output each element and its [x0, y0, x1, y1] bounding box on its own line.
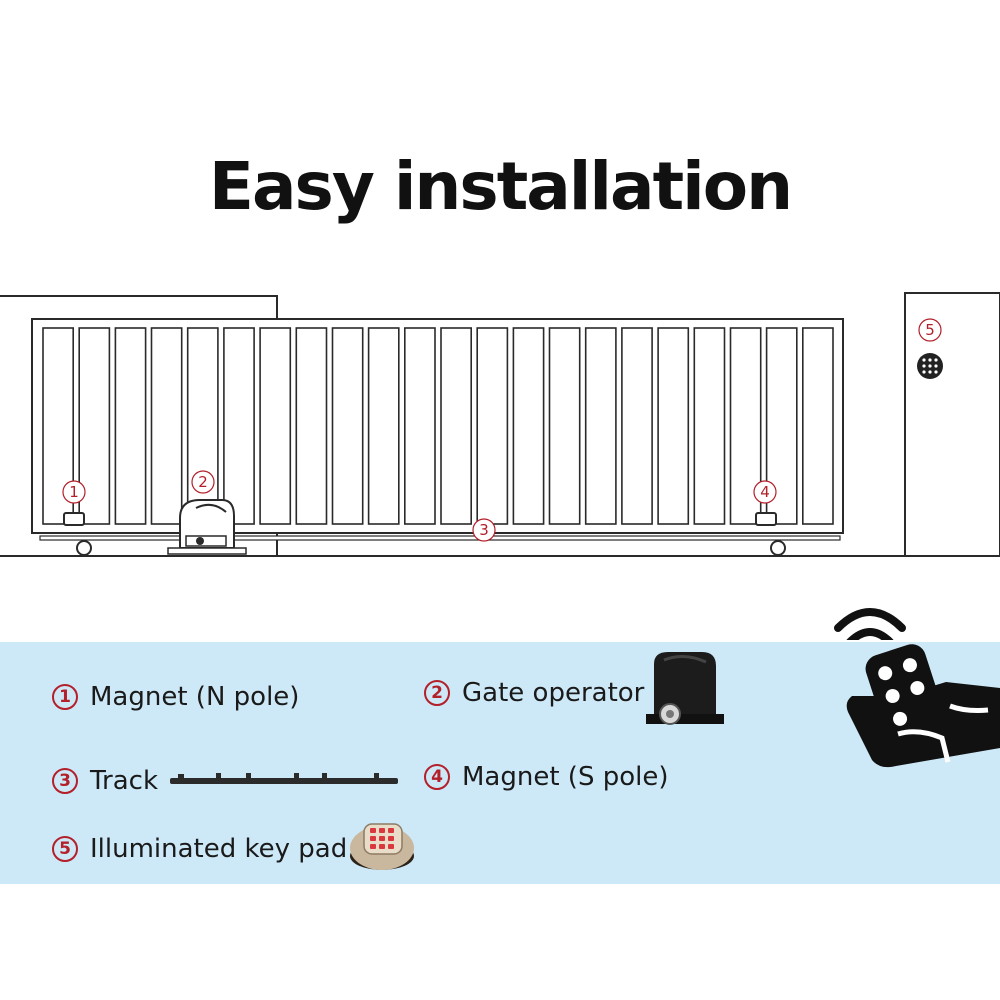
- marker-circle: [753, 480, 777, 504]
- gate-slats: [42, 327, 834, 525]
- gate-slat: [584, 327, 617, 525]
- marker-2: 2: [198, 473, 208, 491]
- legend-number: 1: [52, 684, 78, 710]
- legend-item-key-pad: 5 Illuminated key pad: [52, 834, 347, 864]
- gate-slat: [259, 327, 292, 525]
- marker-circle: [918, 318, 942, 342]
- gate-slat: [621, 327, 653, 525]
- remote-control-icon: [846, 644, 1000, 768]
- gate-slat: [78, 327, 111, 525]
- gate-wheel: [770, 540, 786, 556]
- gate-slat: [657, 327, 690, 525]
- marker-5: 5: [925, 321, 935, 339]
- legend-item-magnet-s: 4 Magnet (S pole): [424, 762, 669, 792]
- gate-slat: [403, 327, 436, 525]
- gate-slat: [440, 327, 473, 525]
- gate-slat: [548, 327, 581, 525]
- gate-slat: [295, 327, 328, 525]
- track: [39, 535, 841, 541]
- marker-circle: [472, 518, 496, 542]
- legend-number: 4: [424, 764, 450, 790]
- legend-label: Magnet (N pole): [90, 682, 300, 712]
- gate-slat: [114, 327, 147, 525]
- track-icon: [170, 773, 398, 784]
- legend-label: Gate operator: [462, 678, 645, 708]
- legend-label: Track: [90, 766, 159, 796]
- gate-slat: [693, 327, 726, 525]
- legend-number: 5: [52, 836, 78, 862]
- key-pad: [917, 353, 943, 379]
- gate-operator: [167, 499, 247, 555]
- gate-slat: [186, 327, 219, 525]
- gate-wheel: [76, 540, 92, 556]
- gate-slat: [512, 327, 545, 525]
- legend-label: Illuminated key pad: [90, 834, 348, 864]
- wifi-signal-icon: [834, 608, 906, 640]
- gate-slat: [476, 327, 509, 525]
- legend-number: 2: [424, 680, 450, 706]
- gate-slat: [367, 327, 400, 525]
- legend-number: 3: [52, 768, 78, 794]
- magnet-s-pole: [755, 512, 777, 526]
- marker-circle: [62, 480, 86, 504]
- key-pad-icon: [350, 823, 414, 870]
- gate-slat: [331, 327, 364, 525]
- gate-diagram: 1 2 3 4 5: [0, 292, 1000, 640]
- gate-operator-icon: [646, 652, 724, 725]
- legend-panel: [0, 642, 1000, 884]
- gate-slat: [150, 327, 183, 525]
- legend-label: Magnet (S pole): [462, 762, 669, 792]
- legend-item-track: 3 Track: [52, 766, 158, 796]
- marker-circle: [191, 470, 215, 494]
- page-title: Easy installation: [208, 148, 793, 225]
- legend-item-gate-operator: 2 Gate operator: [424, 678, 644, 708]
- marker-1: 1: [69, 483, 79, 501]
- marker-4: 4: [760, 483, 770, 501]
- gate-slat: [801, 327, 834, 525]
- magnet-n-pole: [63, 512, 85, 526]
- marker-3: 3: [479, 521, 489, 539]
- legend-item-magnet-n: 1 Magnet (N pole): [52, 682, 299, 712]
- gate-slat: [223, 327, 255, 525]
